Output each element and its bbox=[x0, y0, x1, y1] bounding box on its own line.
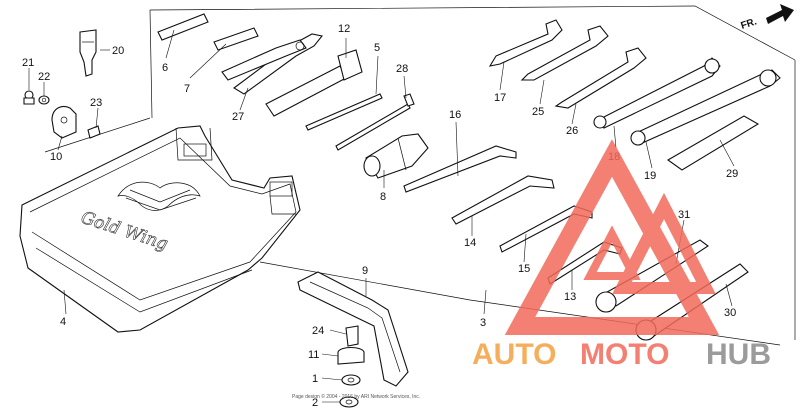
part-label-22: 22 bbox=[38, 71, 50, 83]
part-label-7: 7 bbox=[184, 83, 190, 95]
screwdriver-shafts bbox=[305, 93, 415, 151]
part-label-12: 12 bbox=[338, 23, 350, 35]
part-label-9: 9 bbox=[362, 265, 368, 277]
front-direction-indicator: FR. bbox=[740, 4, 794, 32]
part-labels: 6 7 27 12 5 28 8 16 14 15 13 17 25 26 18… bbox=[22, 23, 738, 409]
part-label-2: 2 bbox=[312, 397, 318, 409]
front-label: FR. bbox=[740, 16, 759, 32]
part-label-13: 13 bbox=[564, 291, 576, 303]
part-label-4: 4 bbox=[60, 316, 66, 328]
part-label-14: 14 bbox=[464, 237, 476, 249]
part-label-23: 23 bbox=[90, 97, 102, 109]
watermark-text-auto: AUTO bbox=[472, 338, 556, 371]
copyright-text: Page design © 2004 - 2016 by ARI Network… bbox=[292, 393, 420, 400]
part-label-29: 29 bbox=[726, 168, 738, 180]
part-label-28: 28 bbox=[396, 63, 408, 75]
tool-handles bbox=[157, 13, 259, 51]
part-label-21: 21 bbox=[22, 57, 34, 69]
watermark-text-hub: HUB bbox=[706, 338, 771, 371]
part-label-20: 20 bbox=[112, 45, 124, 57]
part-label-8: 8 bbox=[380, 191, 386, 203]
tool-case: Gold Wing bbox=[19, 125, 301, 333]
part-label-26: 26 bbox=[566, 125, 578, 137]
box-wrenches bbox=[593, 57, 781, 146]
automotohub-watermark: AUTO MOTO HUB bbox=[472, 139, 771, 371]
screwdriver-handle bbox=[363, 133, 429, 179]
leader-lines bbox=[28, 29, 735, 403]
tool-strap bbox=[297, 271, 409, 387]
part-label-5: 5 bbox=[374, 42, 380, 54]
part-label-16: 16 bbox=[449, 109, 461, 121]
socket-wrench bbox=[265, 49, 363, 117]
part-label-3: 3 bbox=[480, 317, 486, 329]
open-end-wrenches bbox=[488, 19, 647, 109]
part-label-10: 10 bbox=[50, 151, 62, 163]
part-label-25: 25 bbox=[532, 106, 544, 118]
part-label-24: 24 bbox=[312, 325, 324, 337]
strap-hardware bbox=[337, 325, 365, 408]
part-label-15: 15 bbox=[518, 263, 530, 275]
part-label-31: 31 bbox=[678, 209, 690, 221]
part-label-6: 6 bbox=[162, 62, 168, 74]
part-label-17: 17 bbox=[494, 92, 506, 104]
part-label-1: 1 bbox=[312, 373, 318, 385]
part-label-19: 19 bbox=[644, 170, 656, 182]
part-label-30: 30 bbox=[724, 307, 736, 319]
part-label-11: 11 bbox=[308, 349, 319, 361]
watermark-text-moto: MOTO bbox=[580, 338, 669, 371]
grip-sleeve bbox=[666, 115, 760, 171]
pliers bbox=[221, 33, 323, 95]
part-label-27: 27 bbox=[232, 111, 244, 123]
front-arrow-icon bbox=[766, 4, 794, 24]
hardware-left bbox=[23, 29, 101, 139]
watermark-triangle-logo-icon bbox=[504, 139, 720, 335]
